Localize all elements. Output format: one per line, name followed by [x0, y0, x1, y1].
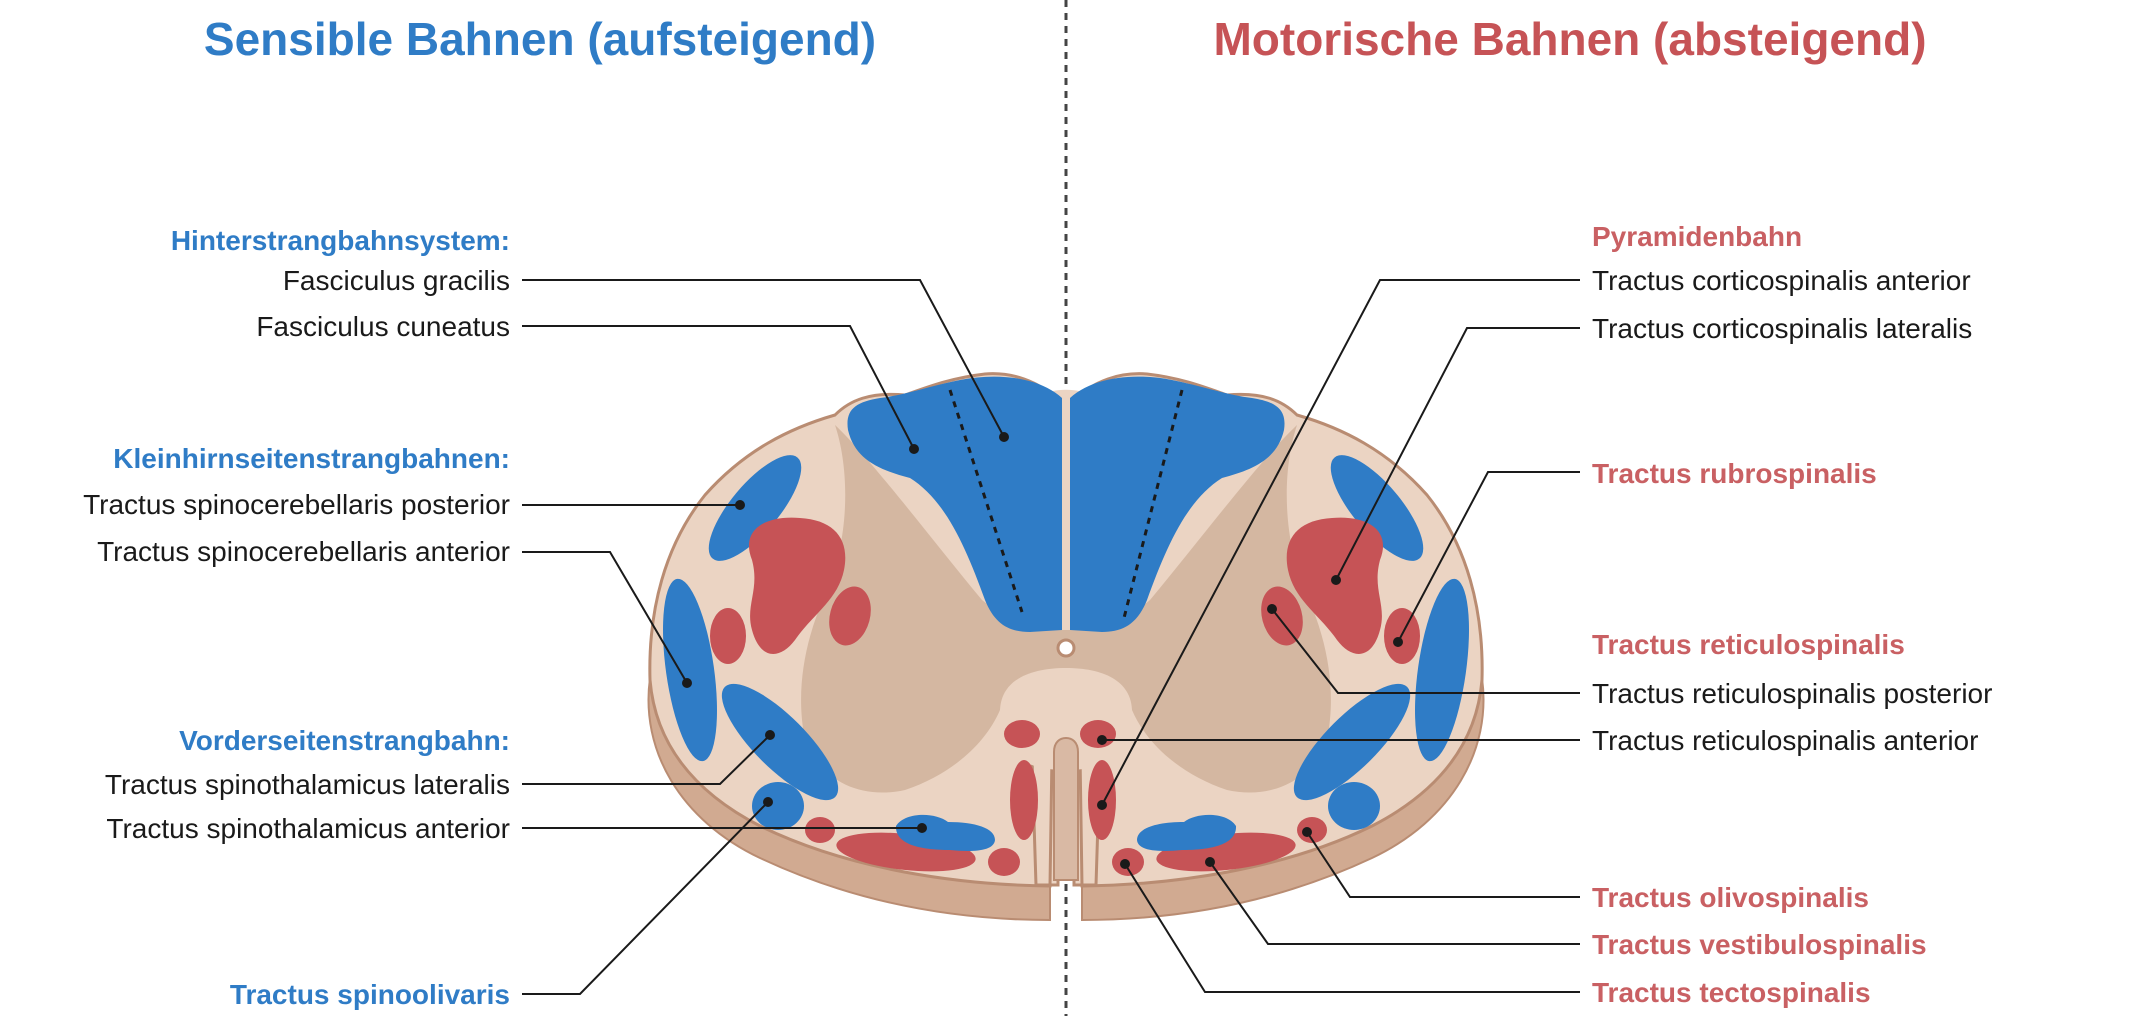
- label-tectospinalis: Tractus tectospinalis: [1592, 977, 1871, 1008]
- leader-dot-tecto: [1120, 859, 1130, 869]
- leader-dot-olivo: [1302, 827, 1312, 837]
- spinal-cord-section: [647, 372, 1485, 922]
- leader-fasciculus-gracilis: [522, 279, 1005, 438]
- label-pyramidenbahn-title: Pyramidenbahn: [1592, 221, 1802, 252]
- label-hinterstrang-title: Hinterstrangbahnsystem:: [171, 225, 510, 256]
- tract-olivospinalis-left: [805, 817, 835, 843]
- label-corticospinalis-lateralis: Tractus corticospinalis lateralis: [1592, 313, 1972, 344]
- leader-dot-vestibulo: [1205, 857, 1215, 867]
- leader-dot-spth-ant: [917, 823, 927, 833]
- leader-spinocerebellaris-anterior: [522, 551, 688, 684]
- dorsal-column-right: [1070, 376, 1285, 632]
- leader-dot-cs-lat: [1331, 575, 1341, 585]
- right-labels: Pyramidenbahn Tractus corticospinalis an…: [1592, 221, 1992, 1008]
- label-kleinhirn-title: Kleinhirnseitenstrangbahnen:: [113, 443, 510, 474]
- leader-dot-ret-post: [1267, 604, 1277, 614]
- tract-spinocerebellaris-posterior: [708, 455, 802, 561]
- tract-spinocerebellaris-anterior-right: [1415, 578, 1469, 762]
- gracilis-cuneatus-divider-right: [1122, 389, 1184, 619]
- leader-spinoolivaris: [522, 801, 769, 995]
- label-reticulospinalis-anterior: Tractus reticulospinalis anterior: [1592, 725, 1978, 756]
- sensory-heading: Sensible Bahnen (aufsteigend): [204, 13, 876, 65]
- label-olivospinalis: Tractus olivospinalis: [1592, 882, 1869, 913]
- gracilis-cuneatus-divider-left: [948, 389, 1024, 613]
- tract-reticulospinalis-posterior-right: [1261, 586, 1303, 646]
- leader-dot-spinoolivaris: [763, 797, 773, 807]
- leader-dot-spth-lat: [765, 730, 775, 740]
- tract-tectospinalis-left: [988, 848, 1020, 876]
- label-vestibulospinalis: Tractus vestibulospinalis: [1592, 929, 1927, 960]
- tract-spinocerebellaris-posterior-right: [1330, 455, 1424, 561]
- ventral-median-fissure: [1053, 736, 1079, 881]
- leader-vestibulospinalis: [1209, 861, 1580, 945]
- leader-dot-rubro: [1393, 637, 1403, 647]
- leader-dot-cuneatus: [909, 444, 919, 454]
- tract-spinothalamicus-anterior-right: [1137, 814, 1237, 851]
- tract-spinoolivaris: [752, 782, 804, 830]
- leader-dot-spcb-post: [735, 500, 745, 510]
- leader-reticulospinalis-posterior: [1271, 608, 1580, 694]
- motor-heading: Motorische Bahnen (absteigend): [1213, 13, 1926, 65]
- leader-dot-cs-ant: [1097, 800, 1107, 810]
- leader-tectospinalis: [1124, 863, 1580, 993]
- label-reticulospinalis-title: Tractus reticulospinalis: [1592, 629, 1905, 660]
- left-leaders: [522, 279, 1009, 995]
- leader-dot-spcb-ant: [682, 678, 692, 688]
- tract-spinothalamicus-lateralis: [721, 683, 839, 801]
- tract-reticulospinalis-anterior-left: [1004, 720, 1040, 748]
- label-spinocerebellaris-anterior: Tractus spinocerebellaris anterior: [97, 536, 510, 567]
- label-fasciculus-cuneatus: Fasciculus cuneatus: [256, 311, 510, 342]
- left-labels: Hinterstrangbahnsystem: Fasciculus graci…: [83, 225, 510, 1010]
- label-spinoolivaris: Tractus spinoolivaris: [230, 979, 510, 1010]
- tract-spinocerebellaris-anterior: [663, 578, 717, 762]
- central-canal: [1056, 638, 1076, 658]
- tract-spinoolivaris-right: [1328, 782, 1380, 830]
- tract-olivospinalis-right: [1297, 817, 1327, 843]
- dorsal-column-left: [847, 376, 1062, 632]
- leader-corticospinalis-anterior: [1101, 279, 1580, 806]
- right-leaders: [1097, 279, 1580, 993]
- leader-olivospinalis: [1306, 831, 1580, 898]
- label-corticospinalis-anterior: Tractus corticospinalis anterior: [1592, 265, 1971, 296]
- label-reticulospinalis-posterior: Tractus reticulospinalis posterior: [1592, 678, 1992, 709]
- tract-spinothalamicus-lateralis-right: [1293, 683, 1411, 801]
- leader-dot-gracilis: [999, 432, 1009, 442]
- tract-reticulospinalis-anterior-right: [1080, 720, 1116, 748]
- label-vorderseiten-title: Vorderseitenstrangbahn:: [179, 725, 510, 756]
- leader-corticospinalis-lateralis: [1335, 327, 1580, 581]
- tract-reticulospinalis-posterior-left: [829, 586, 871, 646]
- tract-corticospinalis-anterior-left: [1010, 760, 1038, 840]
- label-spinothalamicus-lateralis: Tractus spinothalamicus lateralis: [105, 769, 510, 800]
- label-spinocerebellaris-posterior: Tractus spinocerebellaris posterior: [83, 489, 510, 520]
- label-spinothalamicus-anterior: Tractus spinothalamicus anterior: [106, 813, 510, 844]
- leader-fasciculus-cuneatus: [522, 325, 915, 450]
- leader-dot-ret-ant: [1097, 735, 1107, 745]
- tract-corticospinalis-lateralis-right: [1286, 517, 1384, 654]
- tract-corticospinalis-lateralis-left: [748, 517, 846, 654]
- leader-rubrospinalis: [1397, 471, 1580, 643]
- tract-rubrospinalis-left: [710, 608, 746, 664]
- label-rubrospinalis: Tractus rubrospinalis: [1592, 458, 1877, 489]
- label-fasciculus-gracilis: Fasciculus gracilis: [283, 265, 510, 296]
- leader-spinothalamicus-lateralis: [522, 734, 771, 785]
- gray-matter: [801, 425, 1331, 793]
